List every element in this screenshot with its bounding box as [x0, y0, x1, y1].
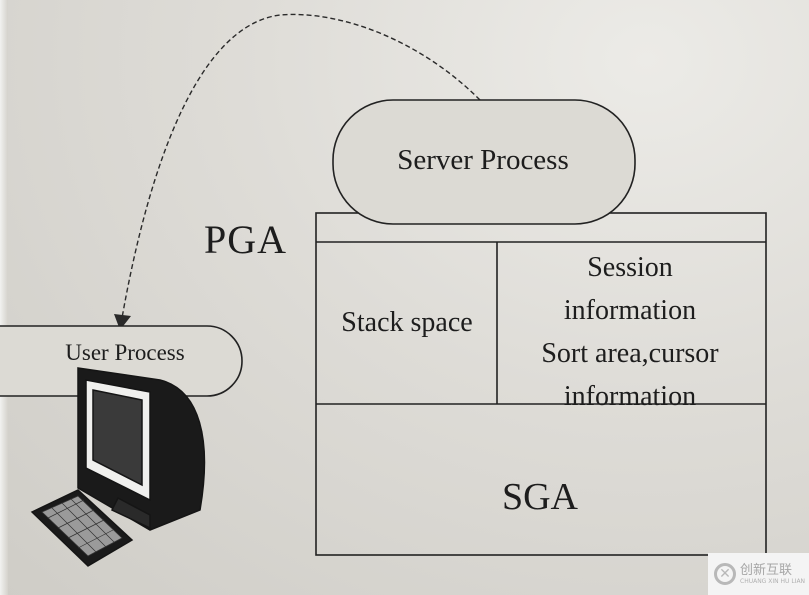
connection-arrow	[121, 13, 481, 319]
user-process-label: User Process	[65, 340, 185, 365]
session-info-line: information	[563, 381, 697, 412]
session-info-line: information	[563, 295, 697, 326]
computer-icon	[30, 367, 206, 567]
stack-space-label: Stack space	[341, 307, 473, 338]
watermark-title: 创新互联	[740, 562, 793, 578]
sga-label: SGA	[501, 476, 579, 518]
x-logo-icon: ✕	[714, 563, 736, 585]
server-process-shape	[332, 99, 636, 225]
server-process-label: Server Process	[397, 144, 569, 176]
session-info-line: Session	[587, 252, 673, 283]
session-info-label: Session information Sort area,cursor inf…	[500, 246, 760, 418]
page-edge	[0, 0, 8, 595]
session-info-line: Sort area,cursor	[541, 338, 719, 369]
pga-label: PGA	[204, 217, 288, 262]
watermark-text: 创新互联 CHUANG XIN HU LIAN	[740, 564, 805, 585]
watermark-logo: ✕ 创新互联 CHUANG XIN HU LIAN	[708, 553, 809, 595]
watermark-subtitle: CHUANG XIN HU LIAN	[740, 577, 806, 585]
arrowhead-icon	[114, 314, 131, 330]
